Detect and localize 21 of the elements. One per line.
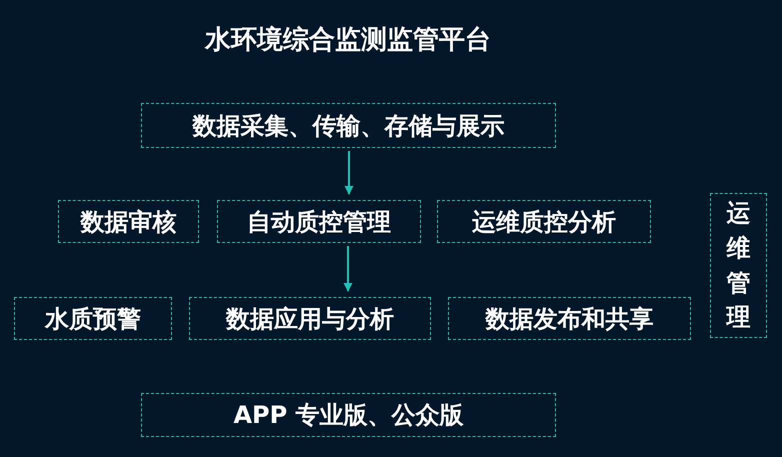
process-box: [437, 200, 651, 243]
box-label: 数据应用与分析: [226, 304, 394, 334]
arrow: [344, 246, 352, 292]
box-label: 数据发布和共享: [486, 304, 654, 334]
box-label: 运维质控分析: [472, 206, 616, 236]
process-box: [448, 297, 691, 340]
process-box: [58, 200, 199, 243]
box-label: 水质预警: [45, 304, 141, 334]
process-box: [141, 393, 556, 437]
vertical-process-box: [710, 193, 767, 338]
box-label: 数据采集、传输、存储与展示: [192, 110, 504, 140]
box-label: 自动质控管理: [247, 206, 391, 236]
process-box: [217, 200, 421, 243]
process-box: [14, 297, 172, 340]
process-box: [141, 103, 556, 148]
box-label: 数据审核: [80, 206, 176, 236]
box-label: APP 专业版、公众版: [233, 400, 464, 430]
process-box: [189, 297, 431, 340]
diagram-title: 水环境综合监测监管平台: [204, 24, 492, 57]
arrow: [344, 151, 354, 195]
box-label: 运维管理: [726, 198, 750, 334]
